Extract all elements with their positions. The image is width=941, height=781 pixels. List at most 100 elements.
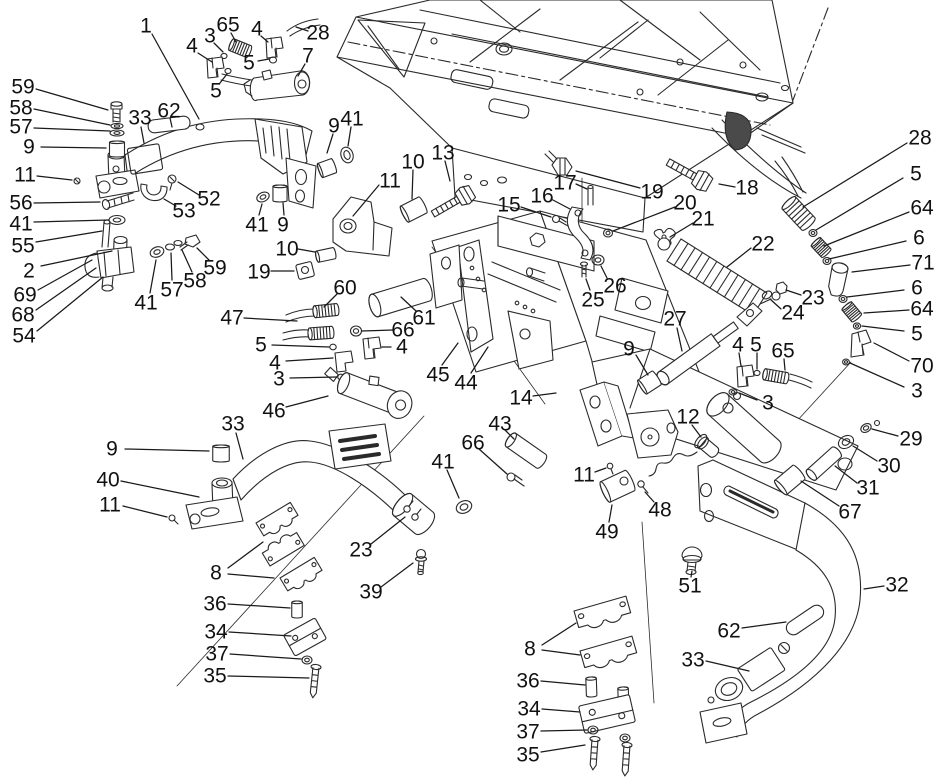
callout-label: 41 bbox=[9, 213, 32, 236]
leader-line bbox=[125, 449, 209, 451]
leader-line bbox=[816, 178, 903, 230]
callout-label: 19 bbox=[640, 181, 663, 204]
callout-label: 16 bbox=[530, 185, 553, 208]
leader-line bbox=[353, 185, 379, 216]
callout-label: 54 bbox=[12, 325, 36, 348]
leader-line bbox=[542, 623, 576, 645]
leader-line bbox=[601, 266, 607, 278]
callout-51: 51 bbox=[678, 571, 702, 598]
callout-15: 15 bbox=[497, 194, 551, 217]
callout-28: 28 bbox=[296, 22, 330, 45]
leader-line bbox=[259, 204, 262, 215]
callout-label: 4 bbox=[396, 336, 408, 359]
callout-34: 34 bbox=[517, 698, 580, 721]
leader-line bbox=[38, 260, 92, 290]
right-lift-arm bbox=[698, 460, 861, 743]
leader-line bbox=[541, 681, 585, 685]
leader-line bbox=[533, 393, 556, 396]
hex-bolt-19 bbox=[545, 151, 572, 175]
leader-line bbox=[230, 654, 301, 659]
callout-label: 23 bbox=[349, 539, 372, 562]
callout-label: 13 bbox=[431, 142, 454, 165]
callout-68: 68 bbox=[11, 268, 96, 327]
callout-label: 3 bbox=[273, 368, 285, 391]
leader-line bbox=[34, 109, 110, 125]
callout-label: 33 bbox=[681, 649, 704, 672]
callout-label: 9 bbox=[23, 136, 35, 159]
leader-line bbox=[864, 586, 884, 589]
callout-label: 5 bbox=[255, 334, 267, 357]
leader-line bbox=[290, 377, 337, 378]
leader-line bbox=[412, 170, 413, 199]
callout-5: 5 bbox=[243, 52, 269, 75]
callout-label: 5 bbox=[243, 52, 255, 75]
callout-7: 7 bbox=[298, 45, 314, 76]
callout-25: 25 bbox=[581, 279, 605, 312]
callout-label: 49 bbox=[595, 521, 618, 544]
leader-line bbox=[692, 425, 701, 437]
leader-line bbox=[286, 358, 333, 361]
callout-label: 9 bbox=[106, 438, 118, 461]
callout-label: 25 bbox=[581, 289, 604, 312]
callout-label: 8 bbox=[210, 562, 222, 585]
callout-label: 9 bbox=[623, 338, 635, 361]
callout-48: 48 bbox=[645, 492, 672, 522]
callout-22: 22 bbox=[727, 233, 775, 267]
callout-label: 51 bbox=[678, 575, 701, 598]
leader-line bbox=[770, 299, 781, 309]
callout-58: 58 bbox=[182, 250, 207, 293]
leader-line bbox=[198, 53, 212, 62]
leader-line bbox=[706, 661, 749, 671]
elbow-70 bbox=[851, 330, 871, 357]
callout-65: 65 bbox=[216, 14, 240, 42]
leader-line bbox=[36, 268, 96, 310]
callout-17: 17 bbox=[553, 172, 587, 195]
leader-line bbox=[852, 265, 910, 272]
callout-23: 23 bbox=[786, 287, 825, 310]
callout-37: 37 bbox=[516, 721, 587, 744]
callout-11: 11 bbox=[573, 464, 606, 487]
callout-16: 16 bbox=[530, 185, 570, 209]
leader-line bbox=[228, 574, 274, 578]
callout-6: 6 bbox=[829, 227, 925, 259]
callout-label: 64 bbox=[910, 298, 934, 321]
leader-line bbox=[850, 363, 904, 387]
callout-24: 24 bbox=[770, 299, 805, 325]
callout-19: 19 bbox=[247, 261, 294, 284]
callout-41: 41 bbox=[340, 108, 364, 146]
callout-label: 65 bbox=[771, 340, 794, 363]
callout-label: 47 bbox=[220, 307, 243, 330]
callout-18: 18 bbox=[719, 177, 759, 200]
callout-label: 56 bbox=[9, 192, 32, 215]
callout-label: 5 bbox=[750, 334, 762, 357]
leader-line bbox=[442, 343, 458, 365]
callout-35: 35 bbox=[516, 744, 585, 767]
leader-line bbox=[244, 318, 297, 321]
callout-43: 43 bbox=[488, 413, 514, 439]
callout-label: 28 bbox=[908, 127, 931, 150]
callout-label: 5 bbox=[210, 80, 222, 103]
hose-cluster-47 bbox=[283, 303, 381, 379]
leader-line bbox=[34, 128, 110, 131]
leader-line bbox=[576, 171, 640, 188]
leader-line bbox=[613, 207, 675, 231]
callout-36: 36 bbox=[203, 593, 290, 616]
leader-line bbox=[258, 59, 269, 61]
callout-label: 10 bbox=[401, 151, 424, 174]
callout-label: 21 bbox=[691, 208, 714, 231]
leader-line bbox=[853, 446, 877, 461]
callout-20: 20 bbox=[613, 192, 697, 231]
callout-64: 64 bbox=[824, 197, 934, 246]
callout-61: 61 bbox=[401, 297, 436, 330]
leader-line bbox=[228, 676, 309, 678]
callout-4: 4 bbox=[269, 352, 333, 375]
center-small-parts bbox=[454, 430, 722, 574]
callout-70: 70 bbox=[874, 343, 934, 378]
leader-line bbox=[786, 290, 801, 295]
callout-label: 40 bbox=[96, 469, 119, 492]
callout-label: 14 bbox=[509, 387, 533, 410]
callout-label: 41 bbox=[431, 451, 454, 474]
callout-label: 71 bbox=[911, 252, 934, 275]
leader-line bbox=[541, 745, 585, 752]
